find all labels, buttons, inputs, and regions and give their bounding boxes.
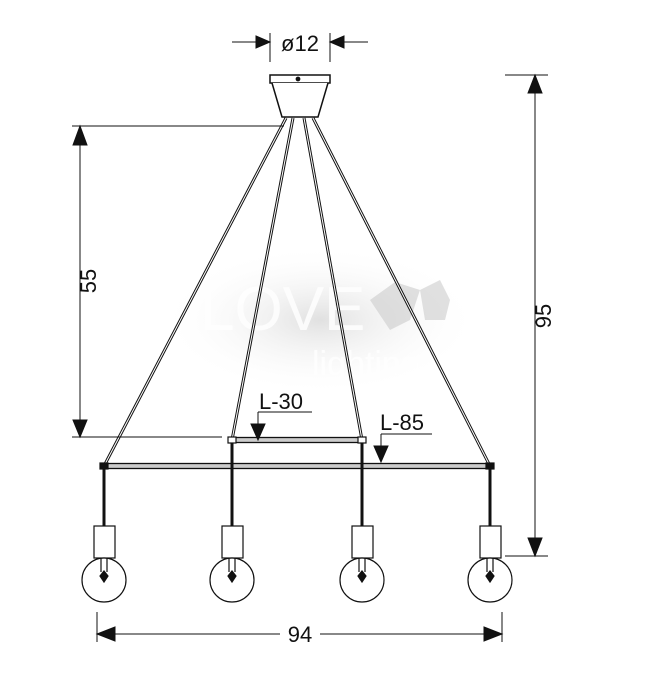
label-total-height: 95 xyxy=(531,304,556,328)
watermark: LOVE lighting xyxy=(160,245,480,395)
lamp-head xyxy=(467,469,513,603)
lamp-heads xyxy=(81,443,513,603)
dimension-canopy-diameter xyxy=(232,33,368,62)
short-bar xyxy=(231,436,363,444)
dimension-total-height xyxy=(505,73,548,558)
label-rod-height: 55 xyxy=(76,269,101,293)
label-total-width: 94 xyxy=(288,622,312,647)
dimension-rod-height xyxy=(72,124,284,439)
lamp-head xyxy=(339,443,385,603)
watermark-love: LOVE xyxy=(200,275,365,344)
lamp-head xyxy=(209,443,255,603)
leader-long-bar xyxy=(373,433,432,464)
label-canopy-diameter: ø12 xyxy=(281,31,319,56)
leader-short-bar xyxy=(250,411,312,442)
lamp-head xyxy=(81,469,127,603)
label-long-bar-length: L-85 xyxy=(380,410,424,435)
long-bar xyxy=(103,462,491,470)
watermark-lighting: lighting xyxy=(312,345,420,383)
canopy xyxy=(269,74,331,118)
heart-logo-icon xyxy=(370,280,450,330)
label-short-bar-length: L-30 xyxy=(259,389,303,414)
